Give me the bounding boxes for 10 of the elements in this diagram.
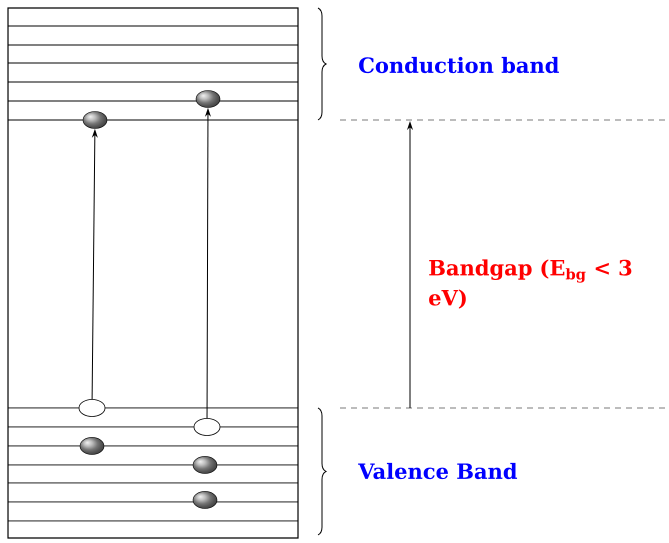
sphere [80,437,104,455]
sphere [192,456,218,474]
sphere [82,111,108,129]
hole-circle [194,418,220,436]
sphere [196,90,220,108]
hole-circle [78,399,106,417]
sphere [192,491,218,509]
band-label: Bandgap (E$_{bg}$ < 3 eV) [429,259,632,309]
band-label: Conduction band [359,56,559,74]
band-label: Valence Band [358,462,518,480]
